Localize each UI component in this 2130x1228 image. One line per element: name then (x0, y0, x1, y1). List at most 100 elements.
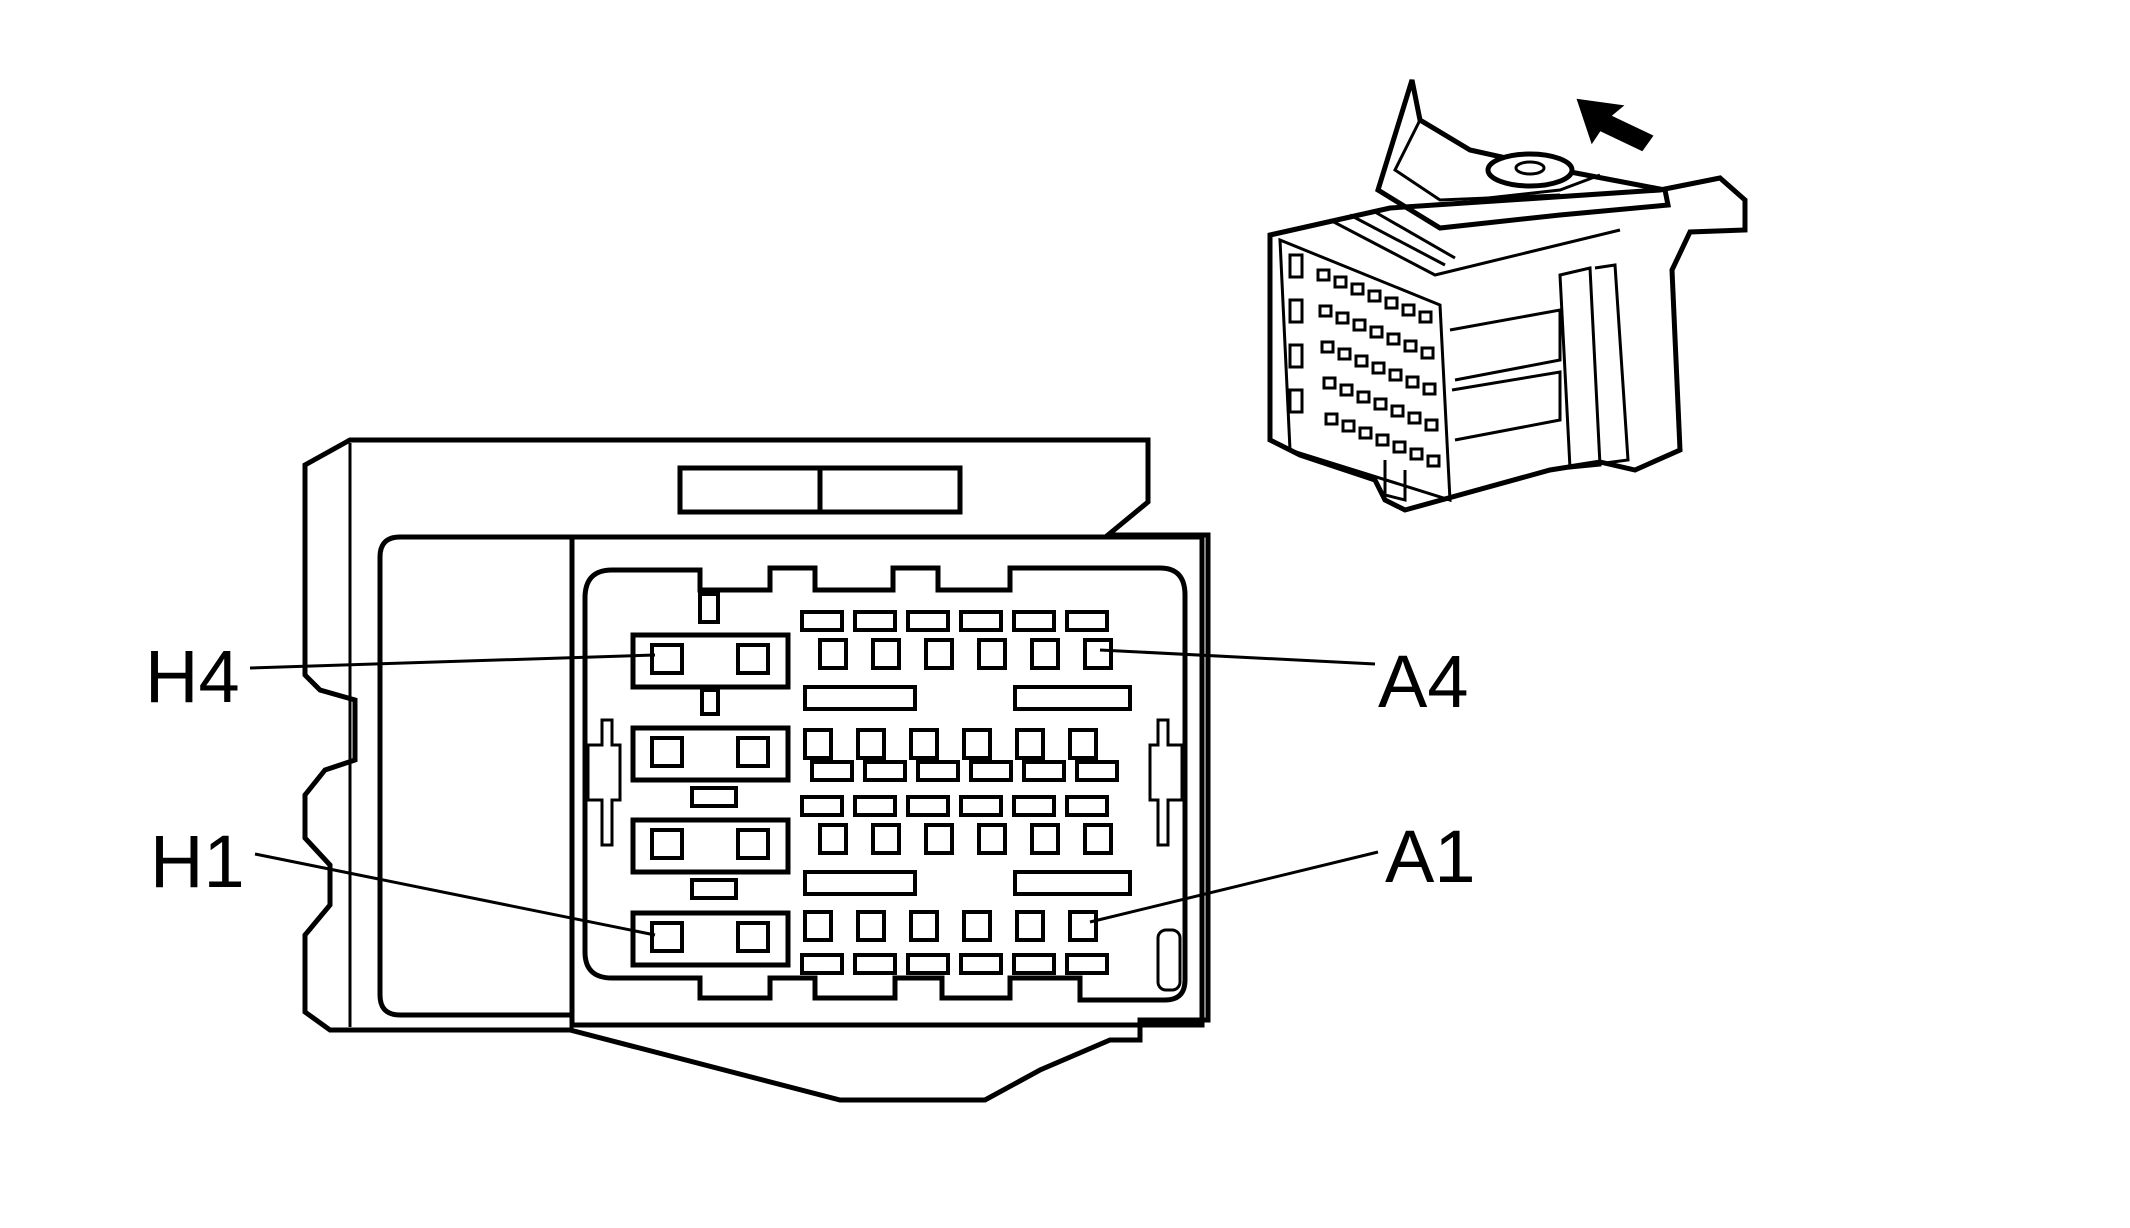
iso-pin (1401, 303, 1416, 317)
iso-side-band (1558, 266, 1602, 470)
right-corner-slot (1156, 928, 1182, 992)
flat-slot (1065, 610, 1109, 632)
iso-body (1267, 175, 1748, 513)
lever-slot (1469, 173, 1601, 202)
flat-slot (800, 610, 844, 632)
pin-h2b (736, 828, 770, 860)
flat-slot (959, 795, 1003, 817)
iso-bottom-tab (1383, 460, 1407, 502)
flat-slot (916, 760, 960, 782)
pin-cavity (871, 638, 901, 670)
iso-pin (1369, 325, 1384, 339)
left-channel (377, 534, 572, 1018)
long-bar (1013, 685, 1132, 711)
iso-pin (1403, 339, 1418, 353)
iso-side-band (1594, 263, 1630, 465)
iso-pin (1420, 346, 1435, 360)
iso-front-face (1278, 237, 1452, 503)
iso-pin (1424, 418, 1439, 432)
pin-cavity (962, 910, 992, 942)
iso-pin-grid (1288, 253, 1441, 468)
flat-slot (800, 795, 844, 817)
iso-pin (1356, 390, 1371, 404)
long-bar (803, 685, 917, 711)
long-bar (803, 870, 917, 896)
arrow-up-left-icon (1576, 98, 1654, 152)
iso-pin (1422, 382, 1437, 396)
iso-pin (1405, 375, 1420, 389)
pin-h1 (650, 921, 684, 953)
flat-slot (969, 760, 1013, 782)
iso-block-pin (1288, 343, 1304, 369)
key-slot (690, 878, 738, 900)
inner-frame (569, 534, 1205, 1028)
flat-slot (1012, 953, 1056, 975)
terminal-block-h4 (630, 632, 791, 690)
iso-pin (1339, 383, 1354, 397)
pin-cavity (909, 910, 939, 942)
connector-iso-view (1267, 79, 1748, 513)
iso-pin (1392, 440, 1407, 454)
label-a4: A4 (1378, 640, 1469, 723)
pin-cavity (1030, 638, 1060, 670)
iso-pin (1335, 311, 1350, 325)
cavity-border (582, 565, 1188, 1003)
flat-slot (906, 953, 950, 975)
iso-pin (1333, 275, 1348, 289)
flat-slot (1075, 760, 1119, 782)
iso-pin (1367, 289, 1382, 303)
iso-pin (1386, 332, 1401, 346)
pin-cavity (871, 823, 901, 855)
pin-cavity (1083, 638, 1113, 670)
pin-cavity (1030, 823, 1060, 855)
label-h1: H1 (150, 820, 245, 903)
iso-pin (1426, 454, 1441, 468)
iso-side-rib (1449, 308, 1562, 382)
flat-slot (959, 610, 1003, 632)
iso-pin (1341, 419, 1356, 433)
iso-pin (1320, 340, 1335, 354)
iso-top-rib (1349, 213, 1446, 267)
flat-slot (800, 953, 844, 975)
flat-slot (1022, 760, 1066, 782)
pin-cavity (977, 638, 1007, 670)
leader-a1 (1089, 850, 1379, 924)
housing-outline (302, 437, 1211, 1103)
flat-slot (959, 953, 1003, 975)
pin-h2 (650, 828, 684, 860)
terminal-block-h1 (630, 910, 791, 968)
key-slot (698, 592, 720, 624)
pin-cavity (803, 910, 833, 942)
pin-cavity (1068, 728, 1098, 760)
iso-pin (1352, 318, 1367, 332)
flat-slot (863, 760, 907, 782)
left-key (586, 718, 622, 847)
pin-cavity (1015, 910, 1045, 942)
label-a1: A1 (1385, 815, 1476, 898)
pin-cavity (803, 728, 833, 760)
pin-cavity (924, 638, 954, 670)
key-slot (700, 688, 720, 716)
iso-pin (1337, 347, 1352, 361)
pin-cavity (977, 823, 1007, 855)
latch-window-left (677, 465, 823, 515)
leader-lines (249, 648, 1379, 937)
flat-slot (1065, 795, 1109, 817)
flat-slot (1065, 953, 1109, 975)
iso-top-edge (1329, 218, 1621, 277)
pin-cavity (1068, 910, 1098, 942)
iso-pin (1318, 304, 1333, 318)
flat-slot (906, 795, 950, 817)
iso-pin (1358, 426, 1373, 440)
connector-face-view (302, 437, 1211, 1103)
pin-cavity (962, 728, 992, 760)
iso-pin (1350, 282, 1365, 296)
iso-pin (1316, 268, 1331, 282)
long-bar (1013, 870, 1132, 896)
iso-pin (1354, 354, 1369, 368)
pin-h3 (650, 736, 684, 768)
flat-slot (853, 953, 897, 975)
right-key (1148, 718, 1184, 847)
